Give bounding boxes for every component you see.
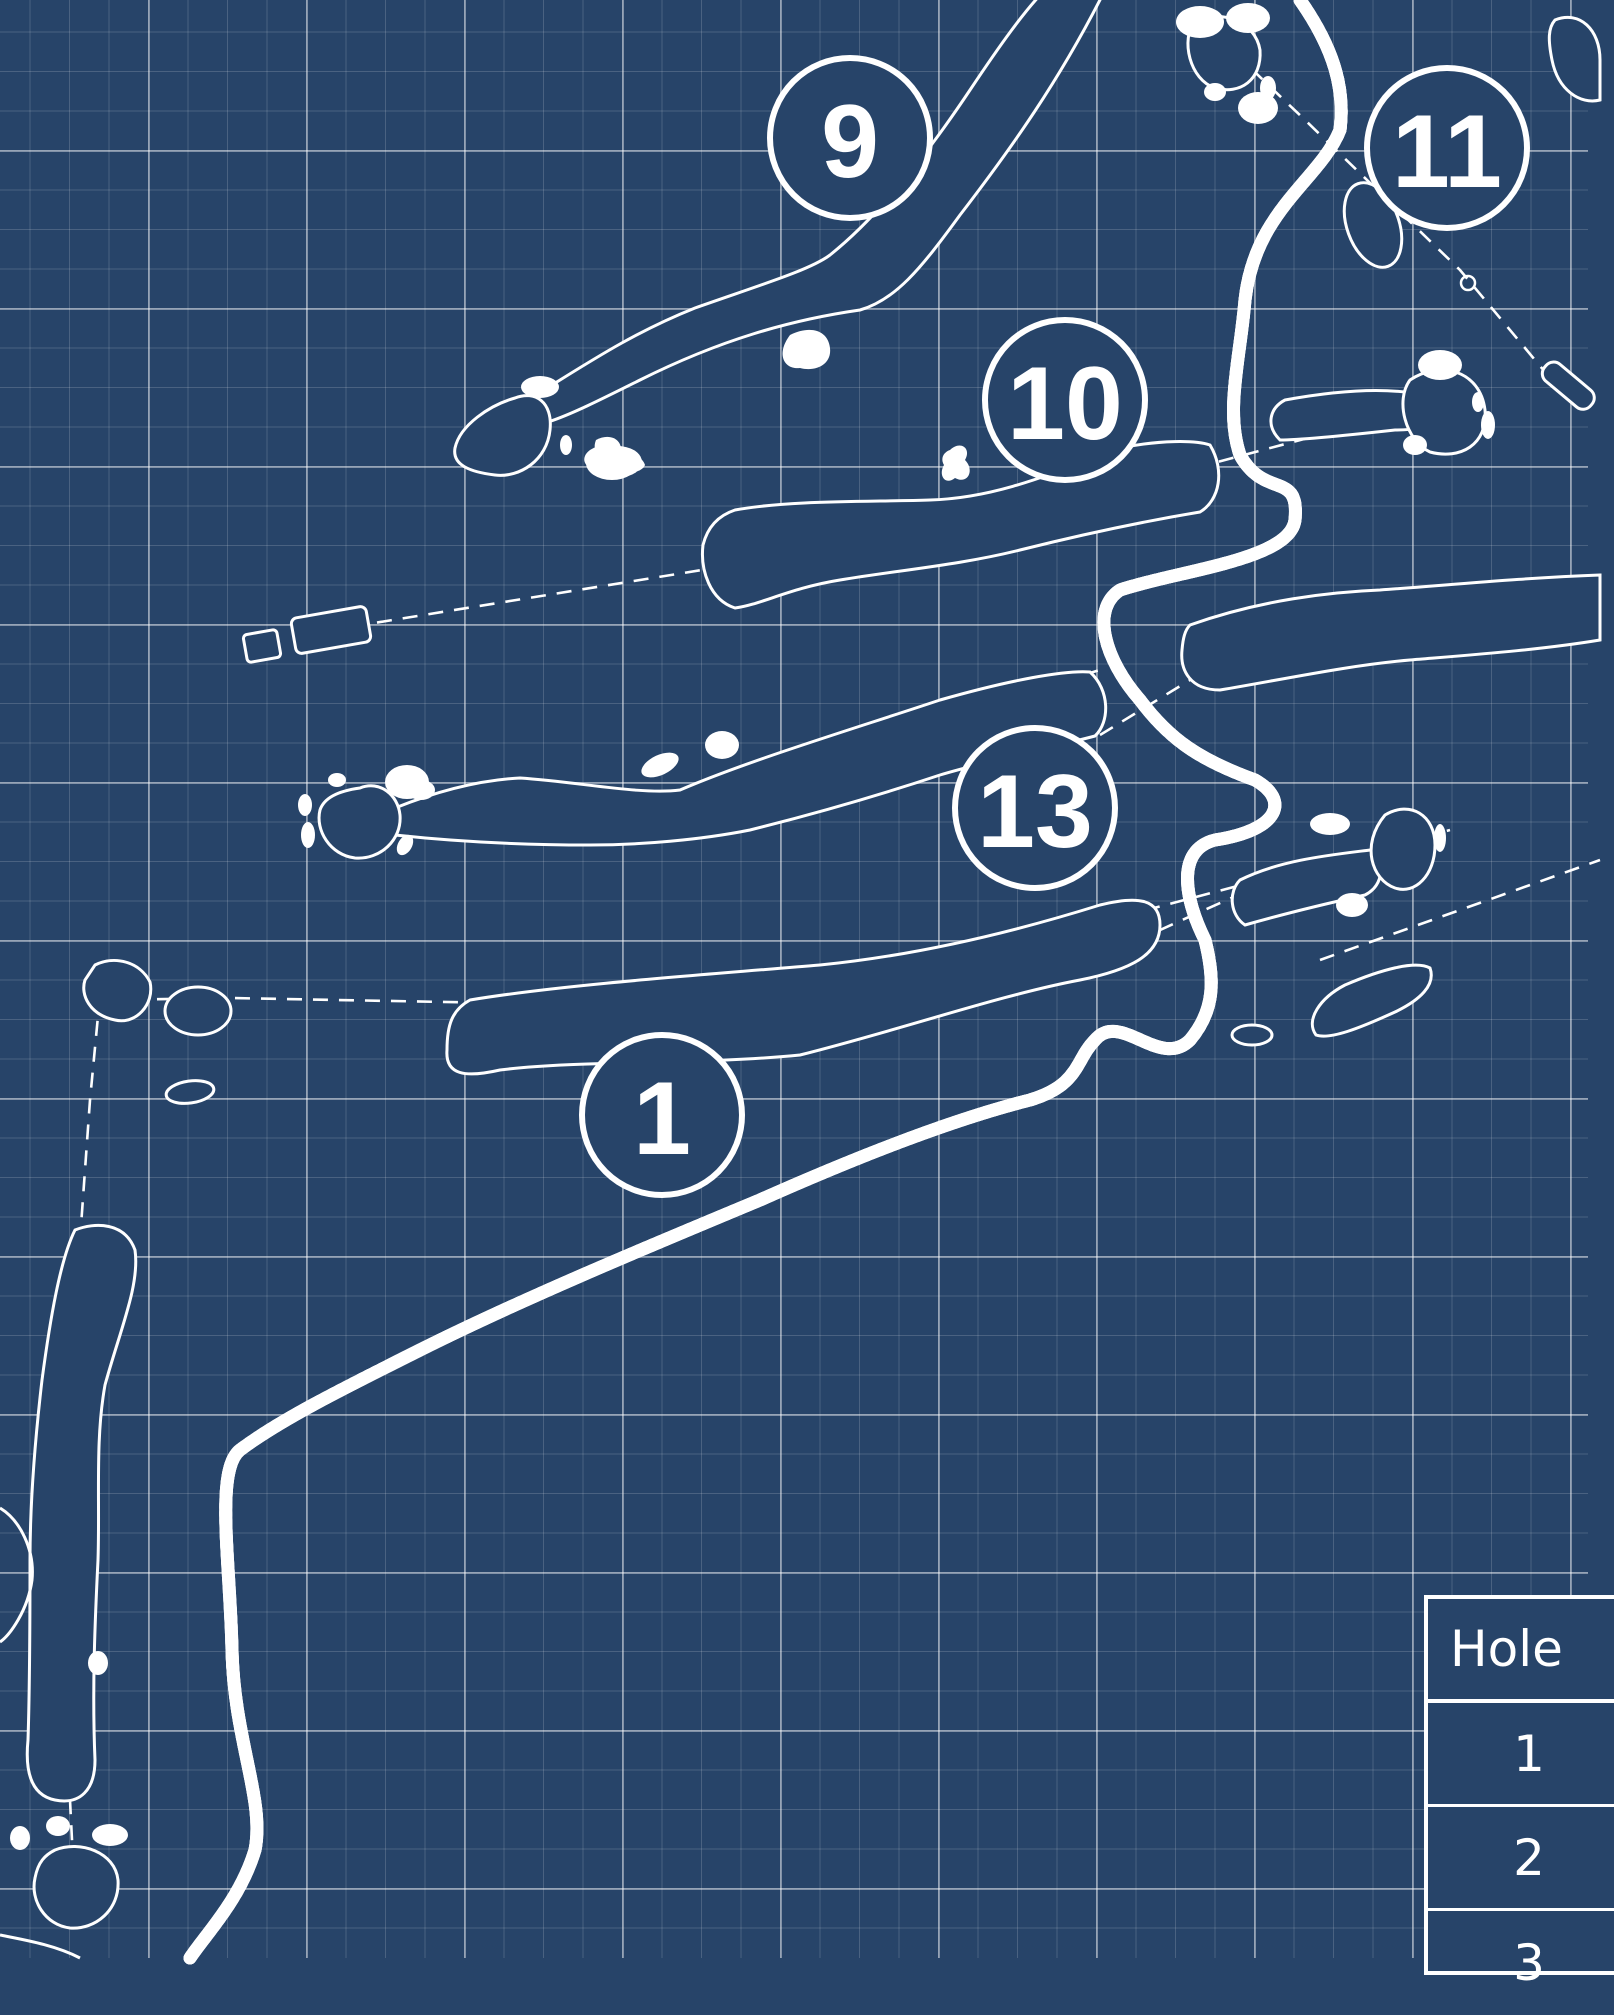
scorecard-row: 1: [1428, 1703, 1614, 1807]
bottom-left-tee: [0, 1933, 81, 1960]
scorecard-row: 2: [1428, 1807, 1614, 1911]
tee-hole-10-front: [289, 605, 373, 655]
green-hole-13: [317, 784, 402, 860]
scorecard-header-hole: Hole: [1450, 1620, 1563, 1678]
tee-hole-1-front: [164, 1079, 216, 1105]
green-hole-9: [453, 394, 552, 477]
hole-number-11: 11: [1392, 94, 1502, 210]
hole-badge-10: 10: [982, 317, 1148, 483]
fairway-hole-11: [1269, 389, 1446, 442]
pin-marker: [1459, 274, 1477, 292]
green-hole-18: [32, 1845, 120, 1930]
hole-badge-11: 11: [1364, 65, 1530, 231]
fairway-hole-12: [1180, 573, 1602, 692]
fairway-hole-13: [393, 670, 1108, 847]
scorecard-table: Hole 1 2 3: [1424, 1595, 1614, 1992]
fairway-hole-1: [445, 898, 1162, 1076]
green-upper-right: [1547, 15, 1602, 103]
scorecard-hole-cell: 3: [1513, 1934, 1545, 1992]
scorecard-hole-cell: 1: [1513, 1724, 1545, 1783]
fairway-hole-14: [1230, 848, 1383, 927]
scorecard-header: Hole: [1428, 1599, 1614, 1703]
tee-hole-1-mid: [163, 985, 233, 1037]
tee-hole-15: [1230, 1023, 1274, 1047]
fairway-hole-18: [25, 1224, 138, 1803]
hole-number-10: 10: [1007, 346, 1123, 462]
hole-number-13: 13: [977, 754, 1093, 870]
tee-hole-1-back: [82, 959, 153, 1023]
fairway-hole-10: [700, 440, 1221, 610]
bunkers: [10, 3, 1495, 1850]
hole-badge-13: 13: [952, 725, 1118, 891]
left-badge-edge: [0, 1506, 34, 1644]
hole-badge-1: 1: [579, 1032, 745, 1198]
hole-badge-9: 9: [767, 55, 933, 221]
scorecard-hole-cell: 2: [1513, 1828, 1545, 1887]
fairway-hole-15: [1310, 963, 1433, 1038]
creek: [183, 0, 1341, 1965]
scorecard-row: 3: [1428, 1911, 1614, 2015]
tee-hole-11: [1540, 360, 1596, 411]
hole-number-9: 9: [821, 84, 879, 200]
tee-hole-10-back: [241, 628, 283, 664]
green-hole-14: [1369, 807, 1437, 891]
course-layout: 9 11 10 13 1: [0, 0, 1602, 1965]
hole-number-1: 1: [633, 1061, 691, 1177]
